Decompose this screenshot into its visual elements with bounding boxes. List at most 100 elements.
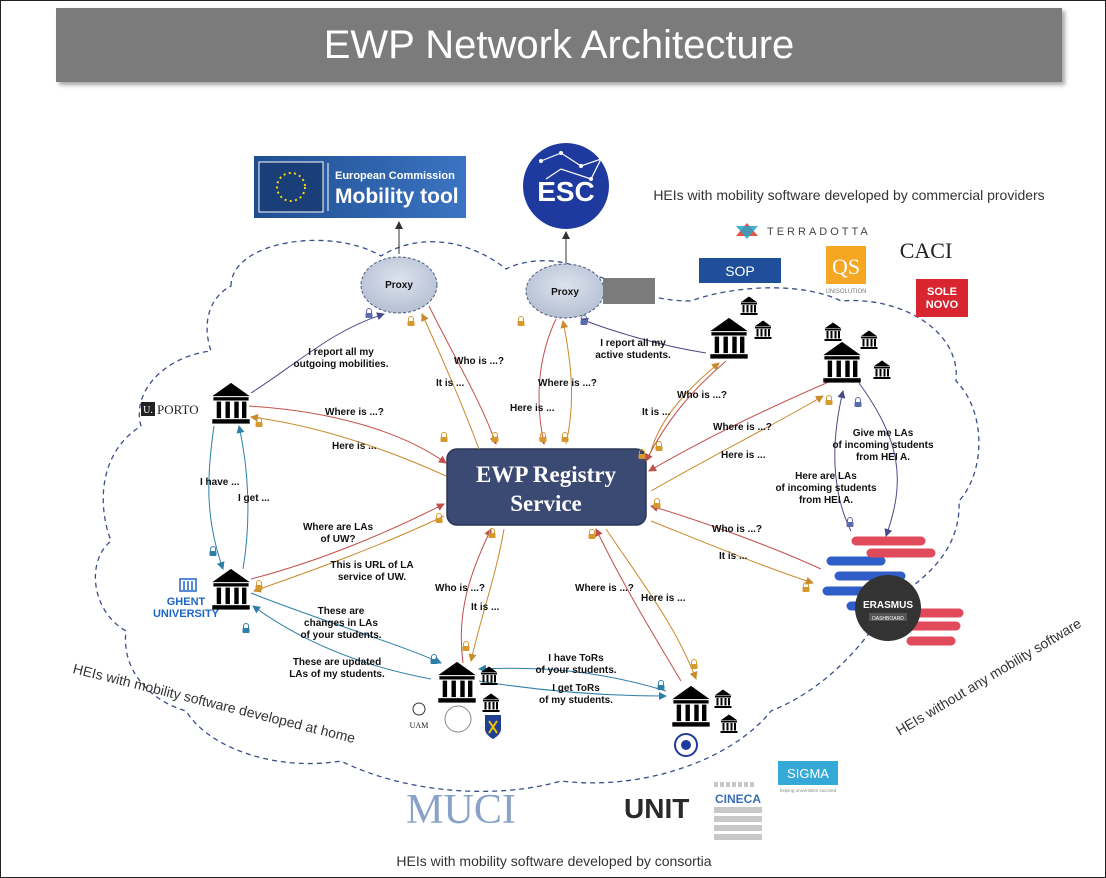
label-here-is-3: Here is ... [641, 593, 686, 604]
hei-building-porto [212, 382, 250, 424]
label-who-is-3: Who is ...? [712, 524, 762, 535]
uporto-u: U. [143, 405, 153, 416]
label-give-me-3: from HEI A. [856, 452, 910, 463]
proxy-label-left: Proxy [385, 280, 413, 291]
hei-building-top-right [710, 296, 772, 359]
qs-sub: UNISOLUTION [825, 289, 866, 295]
label-changes-2: changes in LAs [304, 618, 378, 629]
message-arrows [208, 305, 898, 700]
label-get-tors-1: I get ToRs [552, 683, 600, 694]
label-updated-2: LAs of my students. [289, 669, 385, 680]
erasmus-dashboard-logo: ERASMUS DASHBOARD [822, 536, 964, 646]
label-here-are-2: of incoming students [775, 483, 877, 494]
shield-logo-icon [485, 715, 501, 739]
cineca-logo: CINECA [714, 782, 762, 840]
label-where-is-3: Where is ...? [575, 583, 634, 594]
ec-line2: Mobility tool [335, 185, 459, 208]
message-labels: I report all my outgoing mobilities. Who… [200, 338, 934, 706]
uam-text: UAM [410, 721, 429, 730]
label-updated-1: These are updated [293, 657, 381, 668]
category-consortia: HEIs with mobility software developed by… [396, 853, 711, 869]
label-who-is-1: Who is ...? [454, 356, 504, 367]
label-report-active-1: I report all my [600, 338, 666, 349]
label-report-outgoing-2: outgoing mobilities. [294, 359, 389, 370]
label-give-me-1: Give me LAs [853, 428, 914, 439]
label-where-is-1: Where is ...? [538, 378, 597, 389]
unit-logo: UNIT [624, 793, 689, 824]
cineca-text: CINECA [715, 792, 761, 806]
ghent-line2: UNIVERSITY [153, 608, 220, 620]
terradotta-logo: TERRADOTTA [736, 223, 868, 239]
qs-text: QS [832, 254, 860, 279]
proxy-node-left: Proxy [360, 256, 438, 314]
label-where-are-1: Where are LAs [303, 522, 373, 533]
label-report-outgoing-1: I report all my [308, 347, 374, 358]
esc-text: ESC [537, 176, 595, 207]
ec-line1: European Commission [335, 170, 455, 182]
hei-building-ghent [212, 568, 250, 610]
sop-logo: SOP [699, 258, 781, 283]
label-have-tors-2: of your students. [535, 665, 616, 676]
proxy-node-right: Proxy [525, 263, 655, 319]
category-none: HEIs without any mobility software [893, 615, 1084, 739]
label-it-is-1: It is ... [436, 378, 465, 389]
label-it-is-4: It is ... [471, 602, 500, 613]
label-here-is-1: Here is ... [510, 403, 555, 414]
registry-line2: Service [510, 491, 582, 516]
circular-seal-logo [674, 733, 698, 757]
ec-mobility-tool-logo: European Commission Mobility tool [254, 156, 466, 218]
label-it-is-2: It is ... [642, 407, 671, 418]
uw-seal-icon [444, 705, 472, 733]
ghent-university-logo: GHENT UNIVERSITY [153, 578, 220, 620]
label-get-tors-2: of my students. [539, 695, 613, 706]
sole-novo-logo: SOLE NOVO [916, 279, 968, 317]
label-here-are-1: Here are LAs [795, 471, 857, 482]
hei-building-bottom-right [672, 685, 738, 733]
proxy-grey-box [603, 278, 655, 304]
label-have-tors-1: I have ToRs [548, 653, 604, 664]
sole-text-1: SOLE [927, 286, 957, 298]
sole-text-2: NOVO [926, 299, 959, 311]
esc-logo: ESC [523, 143, 609, 229]
network-cloud [94, 239, 980, 793]
label-who-is-4: Who is ...? [435, 583, 485, 594]
label-give-me-2: of incoming students [832, 440, 934, 451]
erasmus-text-1: ERASMUS [863, 600, 913, 611]
registry-line1: EWP Registry [476, 462, 616, 487]
hei-building-bottom-left [438, 661, 500, 712]
caci-logo: CACI [900, 238, 953, 263]
label-where-is-2: Where is ...? [713, 422, 772, 433]
uam-logo: UAM [410, 702, 429, 730]
hei-building-far-right [823, 322, 891, 383]
label-changes-3: of your students. [300, 630, 381, 641]
ewp-registry-service: EWP Registry Service [446, 448, 647, 526]
label-url-2: service of UW. [338, 572, 407, 583]
label-it-is-3: It is ... [719, 551, 748, 562]
slide-title: EWP Network Architecture [56, 8, 1062, 82]
sigma-logo: SIGMA helping universities succeed [778, 761, 838, 793]
label-where-is-porto: Where is ...? [325, 407, 384, 418]
qs-logo: QS UNISOLUTION [825, 246, 867, 295]
sigma-text: SIGMA [787, 766, 829, 781]
label-here-are-3: from HEI A. [799, 495, 853, 506]
label-here-is-porto: Here is ... [332, 441, 377, 452]
proxy-label-right: Proxy [551, 287, 579, 298]
label-here-is-2: Here is ... [721, 450, 766, 461]
sop-text: SOP [725, 263, 755, 279]
label-changes-1: These are [318, 606, 365, 617]
u-porto-logo: U. PORTO [141, 402, 199, 417]
uporto-text: PORTO [157, 402, 199, 417]
label-who-is-2: Who is ...? [677, 390, 727, 401]
ghent-line1: GHENT [167, 596, 206, 608]
muci-logo: MUCI [406, 787, 516, 833]
label-where-are-2: of UW? [321, 534, 356, 545]
erasmus-text-2: DASHBOARD [872, 616, 904, 622]
label-report-active-2: active students. [595, 350, 671, 361]
label-i-have: I have ... [200, 477, 240, 488]
label-url-1: This is URL of LA [330, 560, 413, 571]
category-commercial: HEIs with mobility software developed by… [653, 187, 1044, 203]
label-i-get: I get ... [238, 493, 270, 504]
sigma-sub: helping universities succeed [780, 788, 837, 793]
